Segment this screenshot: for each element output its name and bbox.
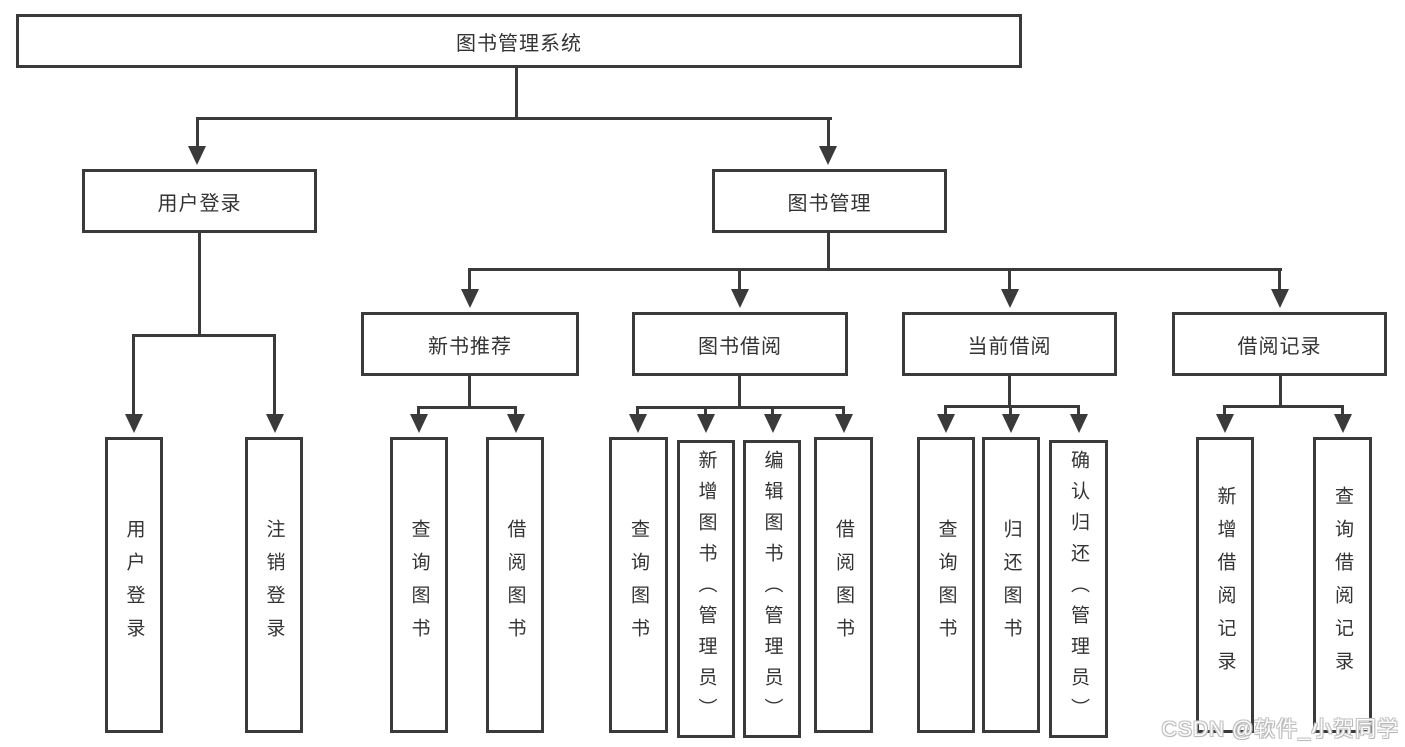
connector-line (468, 268, 1282, 271)
connector-line (132, 334, 276, 337)
connector-line (944, 405, 947, 416)
connector-line (636, 406, 845, 409)
connector-line (1223, 405, 1343, 408)
arrowhead-down (1001, 289, 1019, 308)
leaf-add-book-admin: 新增图书（管理员） (677, 440, 735, 738)
node-book-management: 图书管理 (712, 169, 947, 233)
connector-line (1341, 405, 1344, 416)
leaf-user-login: 用户登录 (105, 437, 163, 733)
connector-line (1279, 376, 1282, 408)
arrowhead-down (188, 146, 206, 165)
arrowhead-down (125, 414, 143, 433)
connector-line (198, 233, 201, 337)
node-borrow-records: 借阅记录 (1172, 312, 1387, 376)
connector-line (196, 117, 199, 148)
node-book-borrow: 图书借阅 (632, 312, 848, 376)
leaf-return-book: 归还图书 (982, 437, 1040, 733)
connector-line (196, 117, 832, 120)
arrowhead-down (410, 414, 428, 433)
connector-line (132, 334, 135, 416)
arrowhead-down (461, 289, 479, 308)
leaf-edit-book-admin: 编辑图书（管理员） (743, 440, 801, 738)
connector-line (1008, 268, 1011, 291)
connector-line (417, 406, 517, 409)
leaf-query-borrow-record: 查询借阅记录 (1313, 437, 1372, 733)
connector-line (738, 268, 741, 291)
arrowhead-down (764, 414, 782, 433)
arrowhead-down (835, 414, 853, 433)
connector-line (417, 406, 420, 416)
arrowhead-down (819, 146, 837, 165)
arrowhead-down (507, 414, 525, 433)
arrowhead-down (1002, 414, 1020, 433)
arrowhead-down (1070, 414, 1088, 433)
arrowhead-down (731, 289, 749, 308)
connector-line (468, 376, 471, 409)
leaf-borrow-book-1: 借阅图书 (486, 437, 544, 733)
arrowhead-down (697, 414, 715, 433)
arrowhead-down (1216, 414, 1234, 433)
connector-line (842, 406, 845, 416)
connector-line (1077, 405, 1080, 416)
node-root-title: 图书管理系统 (16, 14, 1022, 68)
node-user-login: 用户登录 (82, 169, 317, 233)
node-new-book-recommend: 新书推荐 (361, 312, 579, 376)
connector-line (515, 68, 518, 118)
connector-line (514, 406, 517, 416)
connector-line (1008, 376, 1011, 408)
arrowhead-down (1271, 289, 1289, 308)
connector-line (273, 334, 276, 416)
node-current-borrow: 当前借阅 (902, 312, 1117, 376)
leaf-query-book-3: 查询图书 (917, 437, 975, 733)
arrowhead-down (266, 414, 284, 433)
arrowhead-down (937, 414, 955, 433)
csdn-watermark: CSDN @软件_小贺同学 (1161, 718, 1399, 741)
connector-line (636, 406, 639, 416)
connector-line (1009, 405, 1012, 416)
leaf-add-borrow-record: 新增借阅记录 (1196, 437, 1254, 733)
leaf-query-book-2: 查询图书 (609, 437, 668, 733)
connector-line (1223, 405, 1226, 416)
leaf-confirm-return-admin: 确认归还（管理员） (1049, 440, 1108, 738)
leaf-query-book-1: 查询图书 (390, 437, 448, 733)
leaf-logout: 注销登录 (245, 437, 303, 733)
connector-line (827, 233, 830, 271)
connector-line (1278, 268, 1281, 291)
arrowhead-down (1334, 414, 1352, 433)
connector-line (704, 406, 707, 416)
connector-line (944, 405, 1080, 408)
connector-line (468, 268, 471, 291)
leaf-borrow-book-2: 借阅图书 (814, 437, 873, 733)
connector-line (827, 117, 830, 148)
arrowhead-down (629, 414, 647, 433)
connector-line (738, 376, 741, 409)
connector-line (771, 406, 774, 416)
